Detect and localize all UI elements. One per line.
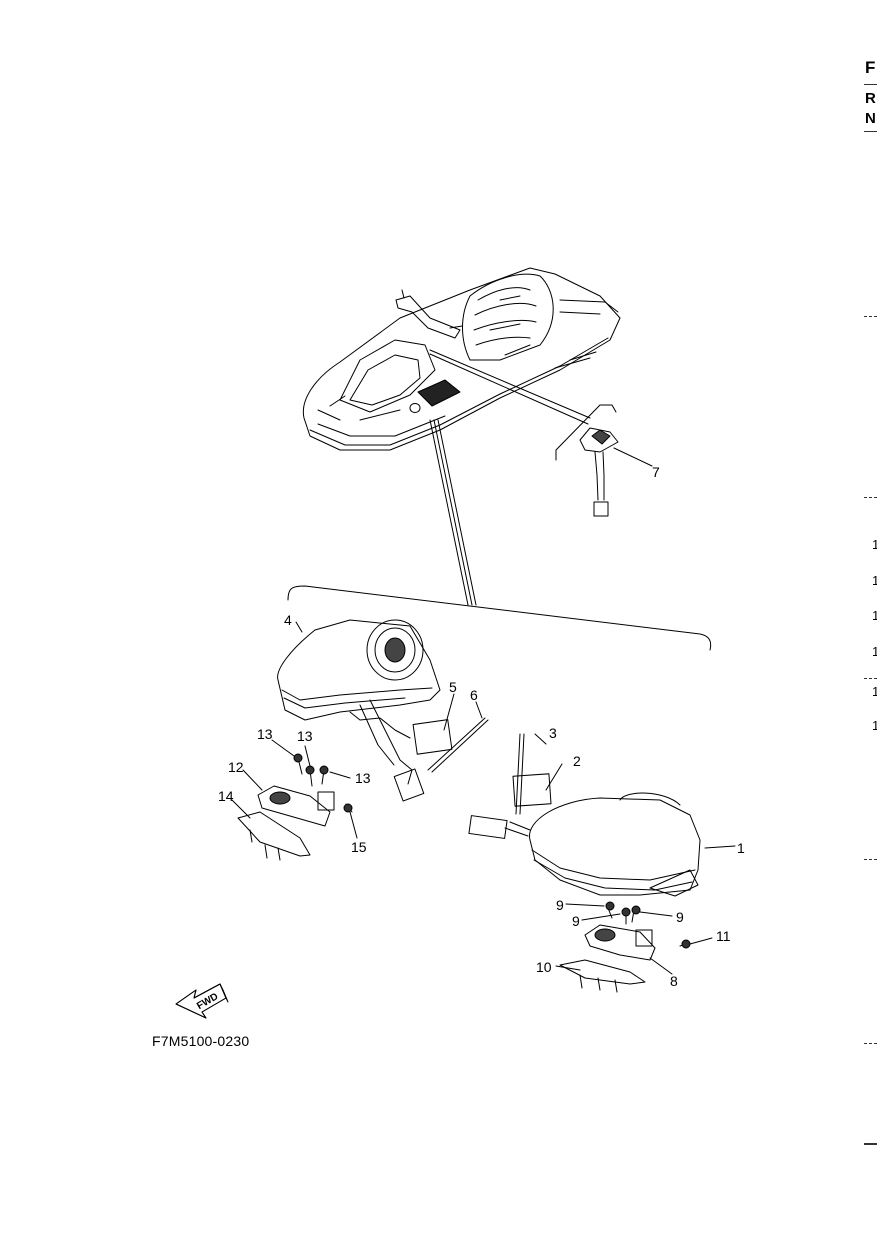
leader-to-meter-1	[429, 419, 469, 606]
edge-row-mark: 1	[872, 537, 877, 552]
edge-row-mark: 1	[872, 684, 877, 699]
part-6-tie	[427, 717, 489, 773]
edge-dash	[864, 859, 877, 860]
group-bracket	[287, 585, 712, 651]
callout-9-c: 9	[676, 909, 684, 925]
edge-rule-2	[864, 131, 877, 132]
edge-dash	[864, 1043, 877, 1044]
screw-15	[343, 803, 353, 813]
edge-row-mark: 1	[872, 573, 877, 588]
edge-rule-bottom	[864, 1143, 877, 1145]
callout-6: 6	[470, 687, 478, 703]
screw-9-c	[631, 905, 641, 915]
edge-dash	[864, 497, 877, 498]
part-4-speaker-left	[277, 619, 441, 802]
edge-dash	[864, 678, 877, 679]
callout-13-a: 13	[257, 726, 273, 742]
callout-10: 10	[536, 959, 552, 975]
callout-11: 11	[716, 928, 731, 944]
callout-13-c: 13	[355, 770, 371, 786]
screw-9-b	[621, 907, 631, 917]
callout-14: 14	[218, 788, 234, 804]
callout-7: 7	[652, 464, 660, 480]
edge-letter-r: R	[865, 90, 876, 107]
callout-3: 3	[549, 725, 557, 741]
callout-1: 1	[737, 840, 745, 856]
screw-13-c	[319, 765, 329, 775]
drawing-code: F7M5100-0230	[152, 1033, 250, 1049]
leader-to-inset	[429, 349, 591, 419]
callout-numbers: 1 2 3 4 5 6 7 8 9 9 9 9 10 11 12 13 13 1…	[195, 464, 745, 1012]
leaders	[231, 621, 713, 975]
watercraft-overview	[302, 267, 621, 451]
callout-2: 2	[573, 753, 581, 769]
callout-15: 15	[351, 839, 367, 855]
inset-switch	[555, 404, 653, 517]
part-5-pad	[412, 719, 453, 755]
callout-13-b: 13	[297, 728, 313, 744]
callout-12: 12	[228, 759, 244, 775]
bracket-right	[559, 907, 687, 993]
leader-to-meter-2	[433, 419, 473, 606]
leader-to-meter-3	[437, 419, 477, 606]
edge-letter-f: F	[865, 58, 876, 77]
callout-8: 8	[670, 973, 678, 989]
screw-9-a	[605, 901, 615, 911]
screw-11	[681, 939, 691, 949]
screw-13-a	[293, 753, 303, 763]
edge-letter-n: N	[865, 110, 876, 127]
screw-13-b	[305, 765, 315, 775]
fwd-arrow-icon	[175, 983, 229, 1019]
edge-rule	[864, 84, 877, 85]
leader-to-inset-2	[429, 353, 589, 425]
edge-dash	[864, 316, 877, 317]
edge-row-mark: 1	[872, 718, 877, 733]
part-1-speaker-right	[468, 733, 736, 897]
callout-9-a: 9	[556, 897, 564, 913]
callout-5: 5	[449, 679, 457, 695]
edge-row-mark: 1	[872, 644, 877, 659]
callout-9-b: 9	[572, 913, 580, 929]
callout-4: 4	[284, 612, 292, 628]
edge-row-mark: 1	[872, 608, 877, 623]
